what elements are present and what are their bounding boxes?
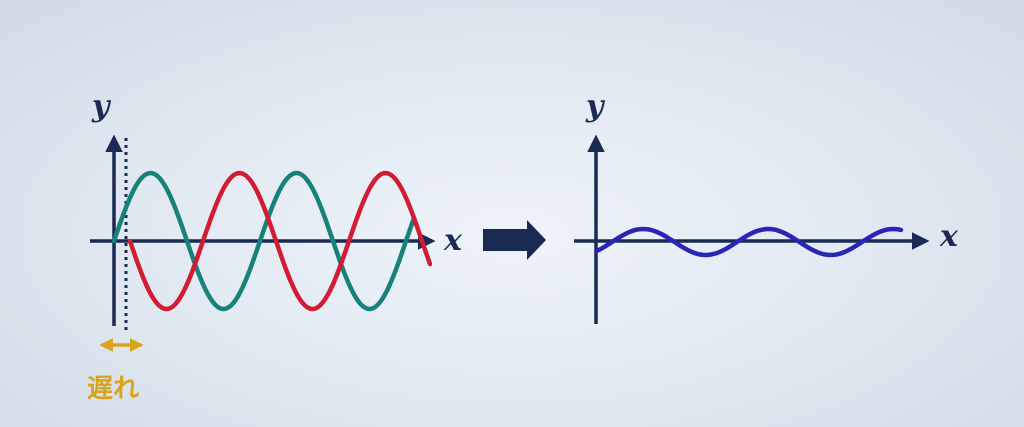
left-plot: y x 遅れ <box>87 89 463 404</box>
left-x-label: x <box>443 223 463 258</box>
right-x-label: x <box>939 219 959 254</box>
delay-label: 遅れ <box>87 374 139 404</box>
resultant-wave <box>594 226 904 258</box>
red-wave <box>127 170 433 312</box>
right-plot: y x <box>574 89 959 324</box>
left-y-label: y <box>91 89 112 124</box>
right-y-label: y <box>585 89 606 124</box>
transition-arrow-icon <box>483 220 546 260</box>
teal-wave <box>111 170 417 312</box>
